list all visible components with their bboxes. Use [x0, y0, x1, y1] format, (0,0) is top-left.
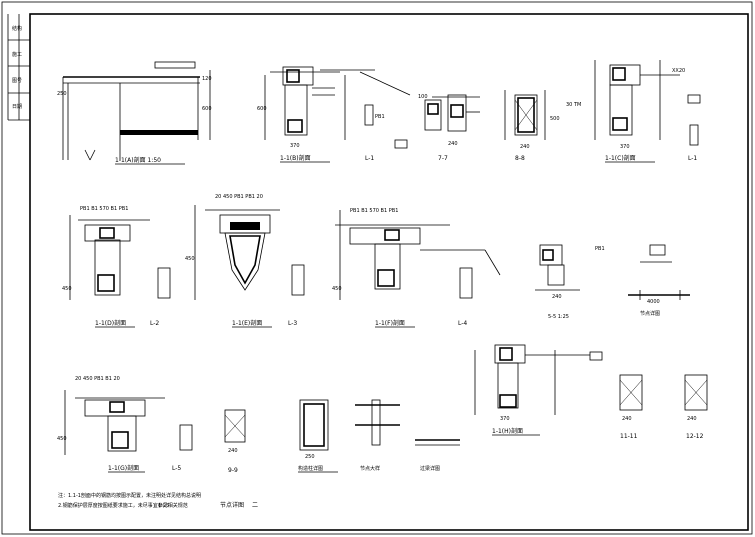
svg-text:240: 240	[687, 416, 697, 422]
detail-b: 450 20 450 PB1 PB1 20 1-1(E)剖面 L-3	[185, 194, 305, 328]
detail-j: 过梁详图	[415, 439, 460, 472]
svg-text:L-1: L-1	[688, 155, 697, 162]
titleblock-cell-2: 施工	[12, 51, 22, 58]
svg-text:PB1 B1 570 B1 PB1: PB1 B1 570 B1 PB1	[80, 206, 128, 212]
svg-text:L-1: L-1	[365, 155, 374, 162]
detail-i: 节点大样	[355, 399, 400, 472]
svg-text:450: 450	[332, 286, 342, 292]
detail-g: 240 9-9	[224, 409, 246, 474]
svg-text:240: 240	[228, 448, 238, 454]
svg-text:370: 370	[620, 144, 630, 150]
svg-text:250: 250	[57, 91, 67, 97]
titleblock-cell-4: 日期	[12, 104, 22, 110]
svg-text:450: 450	[62, 286, 72, 292]
detail-5: XX20 370 1-1(C)剖面 L-1	[594, 60, 701, 163]
detail-d-caption: 5-5 1:25	[548, 314, 569, 320]
detail-3: 100	[418, 94, 442, 131]
svg-text:4000: 4000	[647, 299, 660, 305]
notes: 注：1.1-1剖面中的钢筋均按图示配置，未注明处详见结构总说明 2.钢筋保护层厚…	[58, 492, 258, 509]
svg-text:L-5: L-5	[172, 465, 181, 472]
detail-m-caption: 12-12	[686, 433, 704, 440]
detail-a-caption: 1-1(D)剖面	[95, 319, 126, 327]
detail-i-caption: 节点大样	[360, 465, 380, 472]
svg-text:250: 250	[305, 454, 315, 460]
svg-text:L-3: L-3	[288, 320, 297, 327]
elevation-view: 120 600 250 1-1(A)剖面 1:50	[57, 61, 212, 165]
detail-e: 4000 节点详图	[628, 244, 690, 317]
svg-text:370: 370	[290, 143, 300, 149]
detail-2: 240 7-7	[432, 94, 480, 162]
detail-g-caption: 9-9	[228, 467, 238, 474]
svg-text:370: 370	[500, 416, 510, 422]
detail-e-caption: 节点详图	[640, 310, 660, 317]
svg-text:PB1: PB1	[595, 246, 605, 252]
note-line-2: 2.钢筋保护层厚度按图纸要求施工，未尽事宜参见相关规范	[58, 502, 188, 509]
svg-text:600: 600	[202, 106, 212, 112]
svg-text:PB1: PB1	[375, 114, 385, 120]
detail-k: 370 1-1(H)剖面	[474, 344, 603, 436]
detail-1: 600 370 1-1(B)剖面 PB1 L-1	[257, 66, 411, 163]
detail-c-caption: 1-1(F)剖面	[375, 319, 405, 327]
note-line-1: 注：1.1-1剖面中的钢筋均按图示配置，未注明处详见结构总说明	[58, 492, 201, 499]
svg-text:30 TM: 30 TM	[566, 102, 581, 108]
title-block-strip: 结构 施工 图号 日期	[7, 14, 30, 121]
sheet-number: 二	[252, 502, 258, 509]
detail-k-caption: 1-1(H)剖面	[492, 427, 523, 435]
detail-5-caption: 1-1(C)剖面	[605, 154, 636, 162]
detail-h-caption: 构造柱详图	[298, 465, 323, 472]
svg-text:120: 120	[202, 76, 212, 82]
svg-text:240: 240	[520, 144, 530, 150]
detail-4-caption: 8-8	[515, 155, 525, 162]
detail-d: 240 5-5 1:25 PB1	[535, 244, 605, 320]
detail-m: 240 12-12	[684, 374, 708, 440]
elevation-caption: 1-1(A)剖面 1:50	[115, 156, 161, 164]
detail-j-caption: 过梁详图	[420, 465, 440, 472]
titleblock-cell-1: 结构	[12, 25, 22, 32]
detail-b-caption: 1-1(E)剖面	[232, 319, 262, 327]
svg-text:450: 450	[57, 436, 67, 442]
svg-text:XX20: XX20	[672, 68, 685, 74]
detail-4: 240 8-8 30 TM 500	[504, 90, 581, 162]
inner-border	[29, 13, 749, 531]
svg-text:450: 450	[185, 256, 195, 262]
detail-l-caption: 11-11	[620, 433, 638, 440]
svg-text:240: 240	[552, 294, 562, 300]
note-scale: 1:25	[158, 503, 169, 509]
detail-a: 450 PB1 B1 570 B1 PB1 1-1(D)剖面 L-2	[62, 206, 171, 328]
svg-text:L-2: L-2	[150, 320, 159, 327]
svg-text:20 450 PB1 B1 20: 20 450 PB1 B1 20	[75, 376, 120, 382]
svg-text:600: 600	[257, 106, 267, 112]
svg-text:20 450 PB1 PB1 20: 20 450 PB1 PB1 20	[215, 194, 263, 200]
detail-h: 250 构造柱详图	[298, 399, 338, 473]
svg-text:100: 100	[418, 94, 428, 100]
detail-l: 240 11-11	[619, 374, 643, 440]
detail-c: 450 PB1 B1 570 B1 PB1 1-1(F)剖面 L-4	[332, 208, 501, 328]
svg-text:L-4: L-4	[458, 320, 467, 327]
detail-3-caption: 7-7	[438, 155, 448, 162]
svg-text:500: 500	[550, 116, 560, 122]
detail-1-caption: 1-1(B)剖面	[280, 154, 311, 162]
svg-text:240: 240	[622, 416, 632, 422]
sheet-title: 节点详图	[220, 501, 244, 509]
detail-f: 450 20 450 PB1 B1 20 1-1(G)剖面 L-5	[57, 376, 193, 473]
titleblock-cell-3: 图号	[12, 78, 22, 84]
detail-f-caption: 1-1(G)剖面	[108, 464, 139, 472]
svg-text:240: 240	[448, 141, 458, 147]
svg-text:PB1 B1 570 B1 PB1: PB1 B1 570 B1 PB1	[350, 208, 398, 214]
